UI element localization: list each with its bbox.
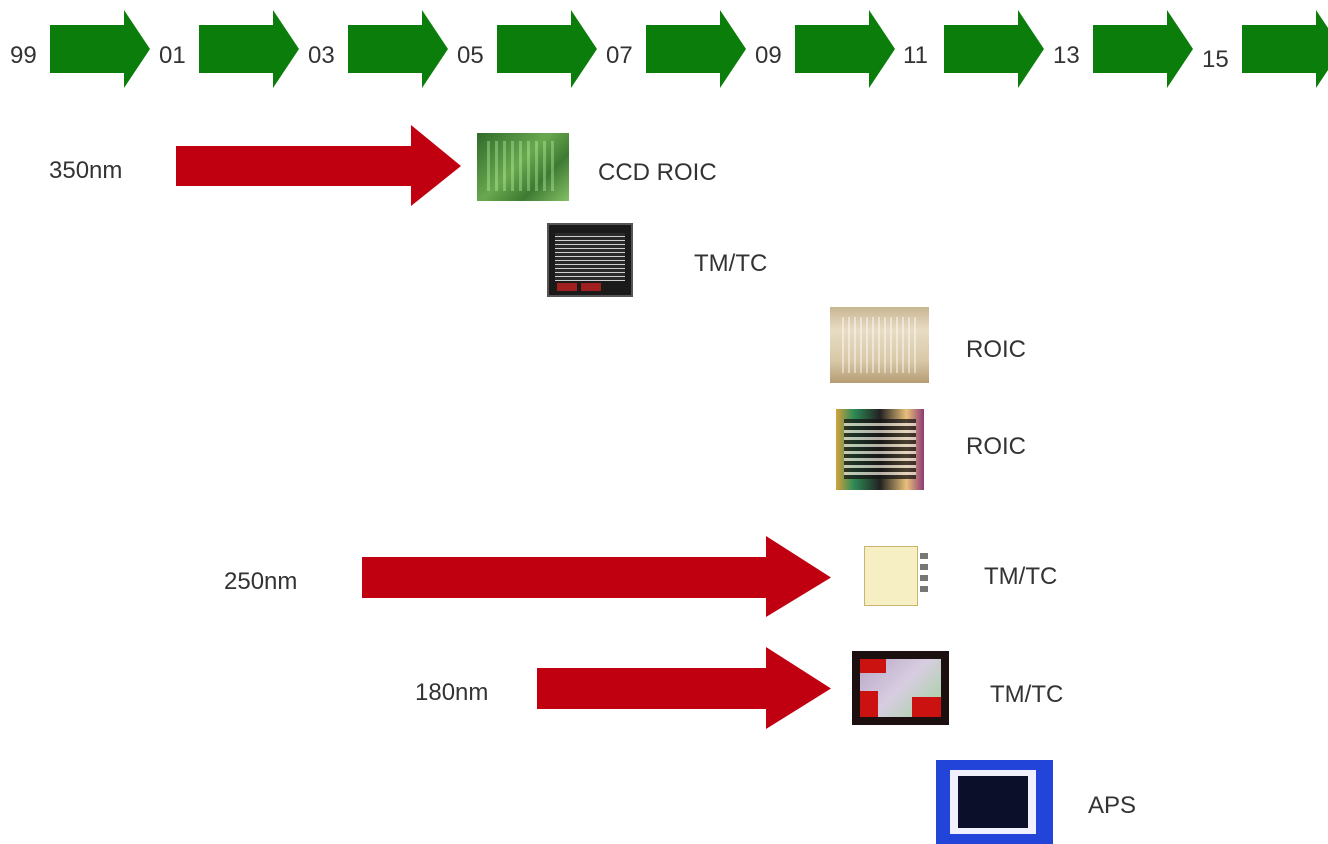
process-node-180nm: 180nm bbox=[415, 679, 489, 706]
year-label: 01 bbox=[159, 42, 186, 69]
chip-label-roic-1: ROIC bbox=[966, 336, 1026, 363]
chip-image-tmtc-1 bbox=[547, 223, 633, 297]
chip-image-aps bbox=[936, 760, 1053, 844]
process-arrow bbox=[537, 647, 831, 729]
timeline-arrow bbox=[1242, 10, 1328, 88]
process-arrow bbox=[176, 125, 461, 206]
chip-label-tmtc-1: TM/TC bbox=[694, 250, 768, 277]
process-node-350nm: 350nm bbox=[49, 157, 123, 184]
timeline-arrow bbox=[50, 10, 150, 88]
chip-label-roic-2: ROIC bbox=[966, 433, 1026, 460]
chip-image-roic-1 bbox=[830, 307, 929, 383]
timeline-arrow bbox=[795, 10, 895, 88]
chip-image-tmtc-2 bbox=[846, 538, 942, 610]
chip-label-tmtc-3: TM/TC bbox=[990, 681, 1064, 708]
process-node-250nm: 250nm bbox=[224, 568, 298, 595]
chip-image-ccd-roic bbox=[477, 133, 569, 201]
process-arrow bbox=[362, 536, 831, 617]
timeline-arrow bbox=[348, 10, 448, 88]
timeline-arrow bbox=[646, 10, 746, 88]
chip-label-aps: APS bbox=[1088, 792, 1137, 819]
timeline-arrows bbox=[50, 10, 1328, 88]
timeline-arrow bbox=[497, 10, 597, 88]
timeline-arrow bbox=[1093, 10, 1193, 88]
year-label: 15 bbox=[1202, 46, 1229, 73]
timeline-arrow bbox=[199, 10, 299, 88]
year-label: 11 bbox=[903, 42, 928, 69]
year-label: 99 bbox=[10, 42, 37, 69]
year-label: 05 bbox=[457, 42, 484, 69]
chip-image-tmtc-3 bbox=[852, 651, 949, 725]
year-label: 07 bbox=[606, 42, 633, 69]
chip-image-roic-2 bbox=[836, 409, 924, 490]
chip-label-ccd-roic: CCD ROIC bbox=[598, 159, 717, 186]
timeline-arrow bbox=[944, 10, 1044, 88]
year-label: 13 bbox=[1053, 42, 1080, 69]
chip-label-tmtc-2: TM/TC bbox=[984, 563, 1058, 590]
year-label: 03 bbox=[308, 42, 335, 69]
year-label: 09 bbox=[755, 42, 782, 69]
